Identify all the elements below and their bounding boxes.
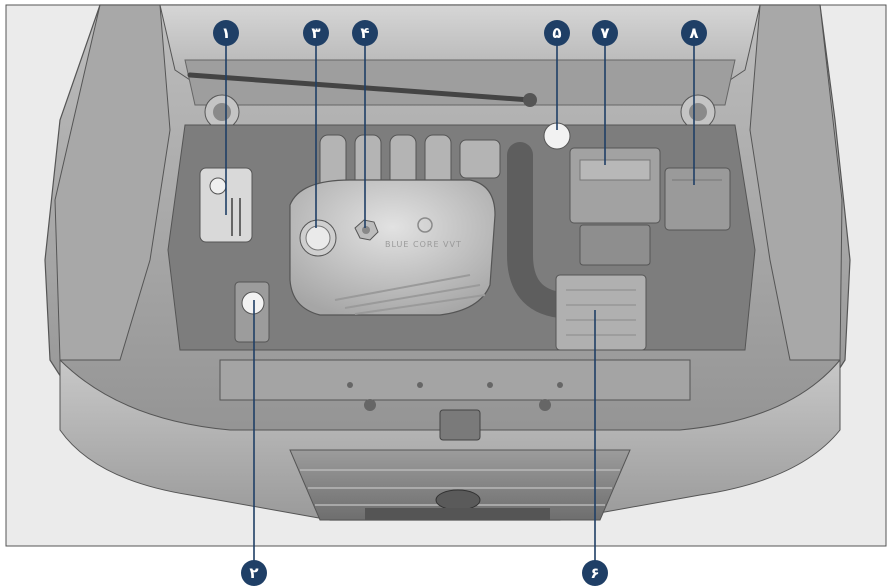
callout-label: ۸ <box>689 24 698 42</box>
callout-badge <box>681 20 707 46</box>
battery <box>664 167 731 231</box>
wiper-arm <box>187 72 533 103</box>
callout-2: ۲ <box>241 560 267 586</box>
callout-leaders <box>225 44 695 563</box>
fuse-box <box>569 147 661 266</box>
callout-label: ۳ <box>311 24 320 42</box>
engine-cover-logo <box>417 217 433 233</box>
callout-badge <box>592 20 618 46</box>
callout-label: ۲ <box>249 564 258 582</box>
callout-badge <box>303 20 329 46</box>
callout-3: ۳ <box>303 20 329 46</box>
callout-badge <box>241 560 267 586</box>
license-plate-mount <box>365 508 550 520</box>
oil-filler-cap <box>299 219 337 257</box>
air-filter-box <box>555 274 647 351</box>
intake-manifold <box>319 134 501 191</box>
callout-5: ۵ <box>544 20 570 46</box>
callout-label: ۵ <box>552 24 561 42</box>
air-intake-hose <box>507 142 573 318</box>
callout-6: ۶ <box>582 560 608 586</box>
wiper-pivot <box>523 93 537 107</box>
callout-4: ۴ <box>352 20 378 46</box>
radiator-support <box>219 359 691 401</box>
brand-emblem <box>435 489 481 511</box>
callout-badge <box>352 20 378 46</box>
callout-8: ۸ <box>681 20 707 46</box>
callout-badge <box>582 560 608 586</box>
brake-fluid-reservoir <box>234 281 270 343</box>
callout-label: ۶ <box>590 564 599 582</box>
callout-label: ۴ <box>360 24 369 42</box>
callout-1: ۱ <box>213 20 239 46</box>
callout-7: ۷ <box>592 20 618 46</box>
windshield-cowl <box>184 59 736 106</box>
callout-badge <box>213 20 239 46</box>
callout-label: ۱ <box>221 24 230 42</box>
callout-badge <box>544 20 570 46</box>
callout-label: ۷ <box>600 24 609 42</box>
oil-dipstick <box>354 219 379 241</box>
radiator-support-bolts <box>347 382 563 411</box>
engine-cover: BLUE CORE VVT <box>289 179 496 316</box>
engine-cover-label: BLUE CORE VVT <box>385 240 462 249</box>
front-grille <box>289 449 631 521</box>
